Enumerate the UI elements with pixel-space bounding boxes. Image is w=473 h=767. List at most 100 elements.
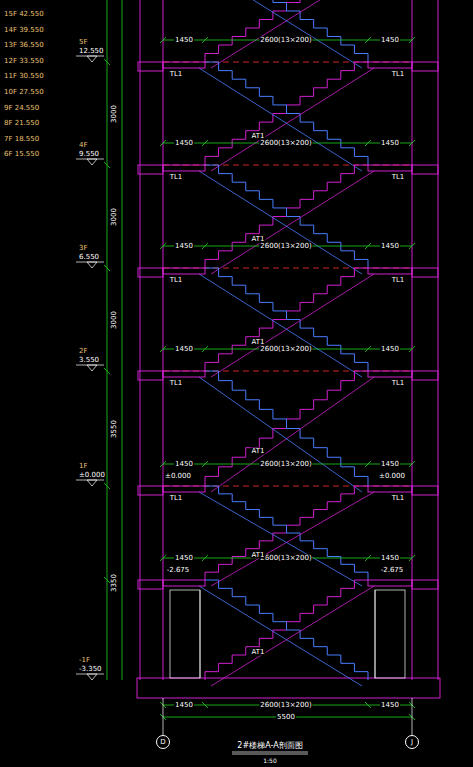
axis-label: J: [411, 739, 413, 746]
dim-tick: [160, 346, 166, 352]
drawing-label: 1450: [174, 555, 194, 562]
drawing-title: 2#楼梯A-A剖面图: [236, 742, 303, 750]
flight-soffit: [199, 0, 362, 68]
landing-slab: [368, 371, 412, 377]
drawing-label: 7F 18.550: [3, 135, 40, 142]
drawing-label: 5F: [78, 39, 88, 46]
drawing-label: 2F: [78, 348, 88, 355]
drawing-label: 10F 27.550: [3, 89, 45, 96]
drawing-label: 1450: [380, 702, 400, 709]
axis-bubble: D: [156, 735, 170, 749]
dim-tick: [409, 346, 415, 352]
flight-soffit: [199, 274, 362, 377]
landing-slab: [368, 268, 412, 274]
dim-tick: [202, 243, 208, 249]
dim-tick: [365, 346, 371, 352]
drawing-label: AT1: [251, 338, 266, 345]
stair-flight: [205, 268, 368, 371]
landing-slab: [163, 62, 205, 68]
landing-slab: [368, 580, 412, 586]
level-mark: [87, 159, 97, 165]
stair-flight: [205, 0, 368, 62]
drawing-scale: 1:50: [262, 758, 277, 764]
dim-tick: [365, 243, 371, 249]
drawing-label: 3000: [111, 104, 118, 124]
drawing-label: 2600(13×200): [259, 461, 312, 468]
floor-beam: [138, 371, 163, 380]
drawing-label: 14F 39.550: [3, 26, 45, 33]
drawing-label: 1F: [78, 463, 88, 470]
dim-tick: [104, 577, 110, 583]
dim-tick: [202, 346, 208, 352]
drawing-label: 1450: [380, 37, 400, 44]
flight-soffit: [199, 492, 362, 586]
flight-soffit: [211, 274, 374, 377]
drawing-label: 1450: [380, 243, 400, 250]
flight-soffit: [211, 0, 374, 68]
drawing-label: 6F 15.550: [3, 151, 40, 158]
drawing-label: 13F 36.550: [3, 42, 45, 49]
dim-tick: [409, 37, 415, 43]
dim-tick: [160, 37, 166, 43]
drawing-label: 2600(13×200): [259, 555, 312, 562]
drawing-label: TL1: [169, 380, 184, 387]
drawing-label: 6.550: [78, 254, 100, 261]
landing-slab: [368, 62, 412, 68]
flight-soffit: [211, 586, 374, 686]
stair-flight: [205, 165, 368, 268]
dim-tick: [160, 461, 166, 467]
drawing-label: 3000: [111, 207, 118, 227]
drawing-label: ±0.000: [164, 473, 192, 480]
floor-beam: [138, 580, 163, 589]
drawing-label: TL1: [169, 277, 184, 284]
drawing-label: 1450: [380, 461, 400, 468]
drawing-label: 5500: [276, 714, 296, 721]
flight-soffit: [199, 586, 362, 686]
drawing-label: 3550: [111, 419, 118, 439]
drawing-label: 2600(13×200): [259, 140, 312, 147]
axis-bubble: J: [405, 735, 419, 749]
stair-flight: [205, 486, 368, 580]
dim-tick: [365, 461, 371, 467]
level-mark: [87, 674, 97, 680]
drawing-label: ±0.000: [378, 473, 406, 480]
drawing-label: 3F: [78, 245, 88, 252]
drawing-label: -2.675: [380, 567, 405, 574]
drawing-label: 1450: [174, 140, 194, 147]
stair-flight: [205, 268, 368, 371]
drawing-label: TL1: [391, 277, 406, 284]
drawing-label: ±0.000: [78, 472, 106, 479]
stair-flight: [205, 486, 368, 580]
stair-flight: [205, 165, 368, 268]
landing-slab: [163, 371, 205, 377]
drawing-label: AT1: [251, 649, 266, 656]
landing-slab: [368, 165, 412, 171]
flight-soffit: [211, 171, 374, 274]
dim-tick: [409, 555, 415, 561]
drawing-label: TL1: [391, 174, 406, 181]
flight-soffit: [211, 492, 374, 586]
dim-tick: [365, 140, 371, 146]
dim-tick: [365, 37, 371, 43]
drawing-label: 1450: [380, 346, 400, 353]
drawing-label: 3000: [111, 310, 118, 330]
drawing-label: 15F 42.550: [3, 11, 45, 18]
dim-tick: [202, 140, 208, 146]
drawing-label: 12F 33.550: [3, 57, 45, 64]
drawing-label: 9.550: [78, 151, 100, 158]
drawing-label: 1450: [174, 346, 194, 353]
drawing-label: 3350: [111, 573, 118, 593]
floor-beam: [138, 486, 163, 495]
drawing-label: 1450: [174, 243, 194, 250]
stair-flight: [205, 0, 368, 62]
flight-soffit: [199, 171, 362, 274]
stair-flight: [205, 580, 368, 680]
floor-beam: [138, 62, 163, 71]
flight-soffit: [211, 68, 374, 171]
drawing-label: TL1: [391, 380, 406, 387]
drawing-label: 1450: [174, 461, 194, 468]
flight-soffit: [211, 377, 374, 492]
dim-tick: [104, 483, 110, 489]
floor-beam: [138, 165, 163, 174]
